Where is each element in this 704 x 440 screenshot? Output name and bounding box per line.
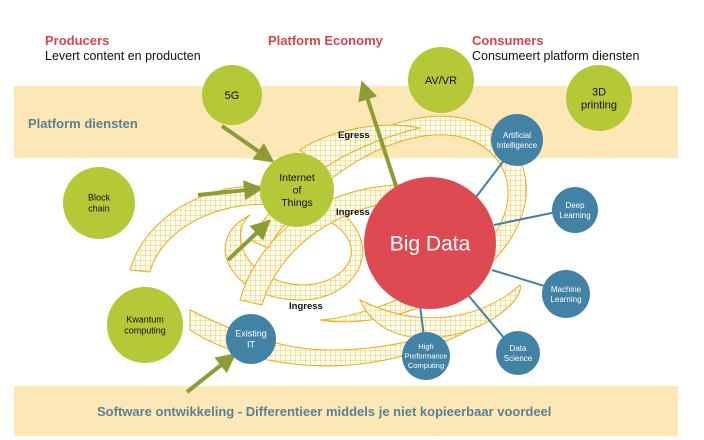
node-big-data: Big Data	[364, 177, 496, 309]
node-big-data-label: Big Data	[390, 232, 471, 255]
node-deep-learning-label: Deep	[565, 201, 585, 210]
node-3d-printing-label: printing	[581, 99, 617, 111]
node-data-science-label: Science	[504, 354, 533, 363]
node-data-science-circle	[496, 331, 540, 375]
node-machine-learning-label: Learning	[550, 295, 581, 304]
node-hpc-label: High	[418, 342, 433, 351]
node-kwantum-label: computing	[124, 326, 166, 336]
node-blockchain-circle	[63, 167, 135, 239]
node-blockchain-label: Block	[88, 193, 111, 203]
arrow-to-existing-it	[185, 353, 237, 394]
arrow-egress	[358, 80, 400, 193]
node-iot-label: Things	[281, 197, 313, 209]
node-kwantum-circle	[107, 287, 183, 363]
software-band-label: Software ontwikkeling - Differentieer mi…	[97, 404, 552, 419]
node-5g: 5G	[202, 65, 262, 125]
node-iot-label: of	[293, 185, 302, 197]
node-av-vr-label: AV/VR	[425, 75, 457, 87]
node-av-vr-circle	[408, 47, 474, 113]
node-ai-circle	[491, 114, 543, 166]
node-hpc-label: Preformance	[405, 352, 448, 361]
node-5g-label: 5G	[225, 90, 240, 102]
node-hpc-circle	[402, 332, 450, 380]
consumers-heading: Consumers	[472, 33, 544, 48]
arrow-kwantum-iot	[226, 219, 271, 262]
node-iot-label: Internet	[279, 172, 315, 184]
node-big-data-circle	[364, 177, 496, 309]
node-ai-label: Artificial	[503, 131, 531, 140]
node-iot-circle	[260, 153, 334, 227]
node-deep-learning-label: Learning	[559, 211, 590, 220]
node-machine-learning-label: Machine	[551, 285, 582, 294]
egress-label: Egress	[338, 130, 370, 141]
node-existing-it-circle	[226, 314, 276, 364]
node-blockchain-label: chain	[88, 204, 110, 214]
node-ai-label: Intelligence	[497, 141, 538, 150]
node-hpc-label: Computing	[408, 361, 444, 370]
node-kwantum-label: Kwantum	[126, 315, 164, 325]
arrow-blockchain-iot	[197, 180, 264, 201]
node-av-vr: AV/VR	[408, 47, 474, 113]
node-3d-printing-circle	[566, 65, 632, 131]
platform-band-label: Platform diensten	[28, 116, 138, 131]
producers-subtitle: Levert content en producten	[45, 49, 201, 63]
node-data-science-label: Data	[510, 344, 527, 353]
ingress-label-bottom: Ingress	[289, 301, 323, 312]
node-machine-learning-circle	[542, 270, 590, 318]
ingress-label-top: Ingress	[336, 207, 370, 218]
platform-economy-heading: Platform Economy	[268, 33, 383, 48]
node-5g-circle	[202, 65, 262, 125]
arrow-5g-iot	[220, 124, 275, 163]
node-existing-it-label: IT	[247, 340, 256, 350]
node-deep-learning-circle	[552, 187, 598, 233]
software-band	[14, 386, 678, 436]
node-existing-it-label: Existing	[235, 329, 267, 339]
consumers-subtitle: Consumeert platform diensten	[472, 49, 640, 63]
node-3d-printing-label: 3D	[592, 86, 606, 98]
producers-heading: Producers	[45, 33, 110, 48]
